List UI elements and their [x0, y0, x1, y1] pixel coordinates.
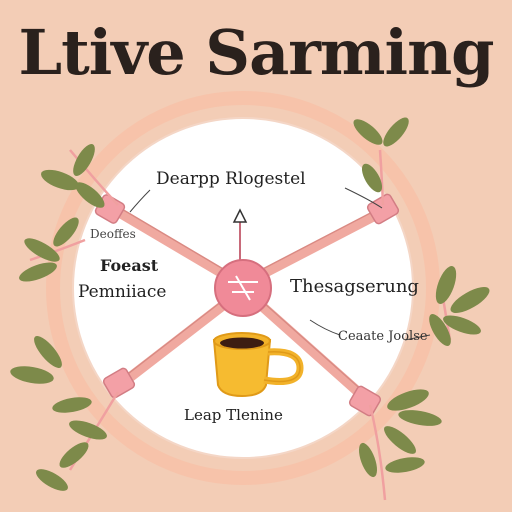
spoke-top-right — [250, 207, 387, 283]
cap-bottom-right — [348, 385, 382, 417]
coffee-mug-icon — [212, 332, 304, 398]
label-top: Dearpp Rlogestel — [156, 169, 306, 189]
leaf-branch-bottom-left — [10, 336, 120, 491]
spoke-bottom-left — [115, 295, 235, 390]
cap-bottom-left — [102, 367, 136, 399]
leaf-branch-left — [19, 144, 119, 282]
leaf-branch-bottom-right — [358, 389, 442, 501]
spoke-bottom-right — [250, 295, 370, 403]
label-right: Thesagserung — [290, 276, 419, 297]
leaf-branch-right — [429, 266, 490, 346]
page-title: Ltive Sarming — [18, 16, 494, 89]
outer-ring — [46, 91, 440, 485]
spoke-caps — [94, 193, 400, 417]
label-bottom: Leap Tlenine — [184, 406, 283, 424]
cap-top-right — [366, 193, 400, 225]
spoke-outlines — [114, 204, 383, 394]
label-left-a: Foeast — [100, 256, 159, 275]
label-right-small: Ceaate Joolse — [338, 329, 428, 344]
label-left-b: Pemniiace — [78, 282, 167, 302]
needle-tip-icon — [232, 208, 248, 223]
label-left-small: Deoffes — [90, 227, 136, 241]
hub-icon — [228, 275, 258, 301]
spokes — [110, 205, 387, 403]
spoke-top-left — [110, 205, 235, 283]
pointer-lines — [129, 187, 431, 341]
leaf-branch-top-right — [353, 117, 409, 206]
